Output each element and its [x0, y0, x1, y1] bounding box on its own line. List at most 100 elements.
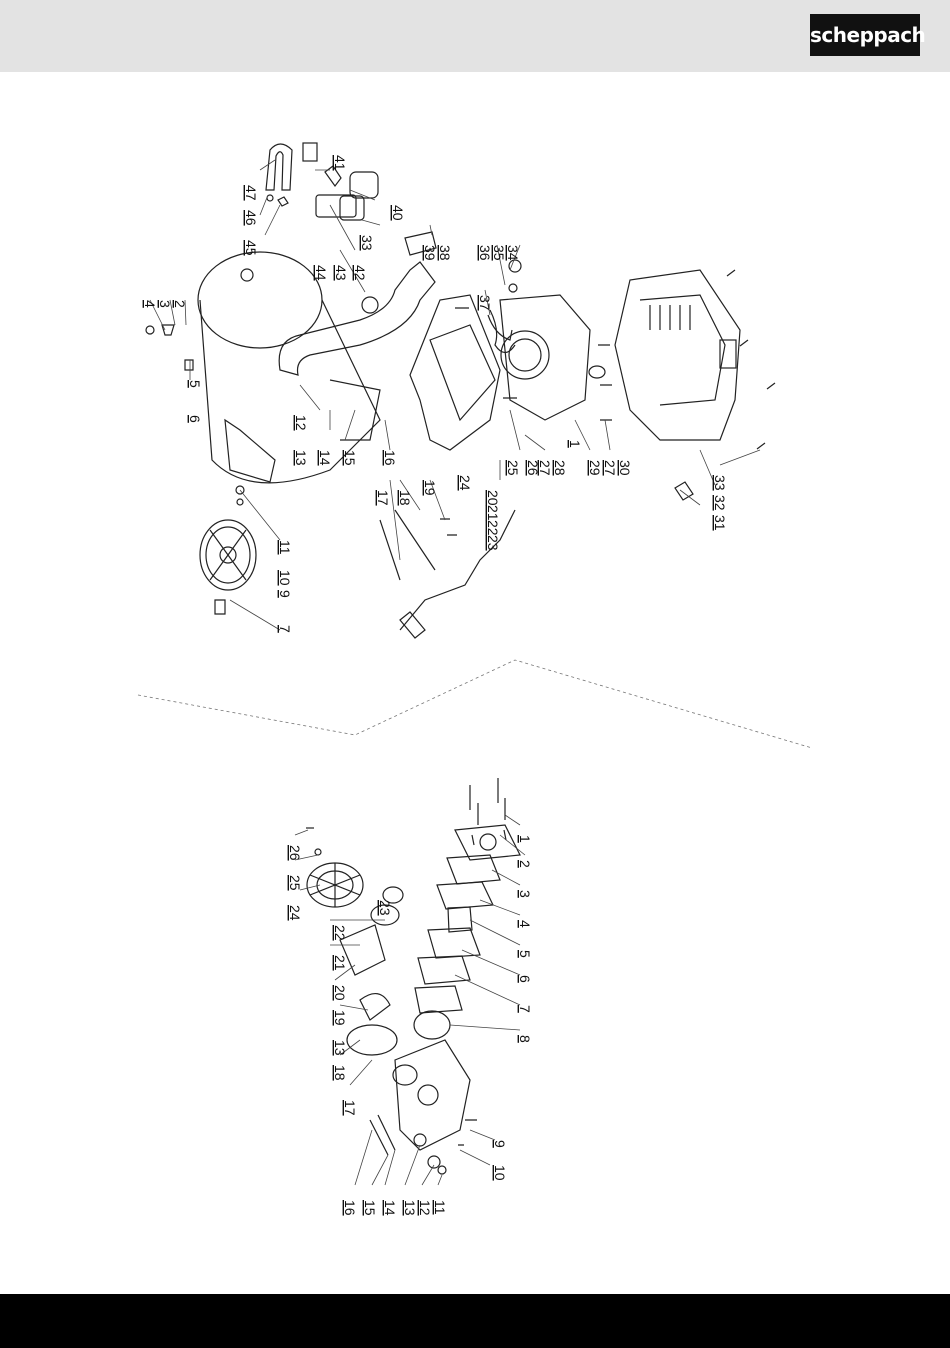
- lower-part-label: 9: [492, 1140, 508, 1148]
- cylinder-8: [414, 1011, 450, 1039]
- lower-part-label: 12: [417, 1200, 433, 1216]
- small-fittings: [440, 519, 457, 535]
- upper-part-label: 30: [617, 460, 633, 476]
- lower-part-label: 15: [362, 1200, 378, 1216]
- lower-part-label: 24: [287, 905, 303, 921]
- fan-wheel-24: [307, 863, 363, 907]
- page-footer-bar: [0, 1294, 950, 1348]
- lower-part-label: 19: [332, 1010, 348, 1026]
- upper-part-label: 16: [382, 450, 398, 466]
- lower-part-label: 11: [432, 1200, 448, 1215]
- upper-part-label: 12: [293, 415, 309, 431]
- lower-part-label: 21: [332, 955, 348, 971]
- long-bolts: [370, 1115, 395, 1155]
- valve-5: [185, 360, 193, 370]
- lower-part-label: 6: [517, 975, 533, 983]
- upper-part-label: 25: [505, 460, 521, 476]
- upper-part-label: 40: [390, 205, 406, 221]
- piston-19: [360, 994, 390, 1020]
- upper-part-label: 31: [712, 515, 728, 531]
- upper-part-label: 24: [457, 475, 473, 491]
- washer-25: [315, 849, 321, 855]
- upper-part-label: 2: [172, 300, 188, 308]
- head-screws: [470, 778, 505, 825]
- upper-part-label: 1: [567, 440, 583, 448]
- upper-part-label: 46: [243, 210, 259, 226]
- lower-part-label: 4: [517, 920, 533, 928]
- upper-part-label: 29: [587, 460, 603, 476]
- pump-exploded-drawing: [306, 778, 520, 1174]
- lower-part-label: 14: [382, 1200, 398, 1216]
- leader-lines-lower: [295, 815, 525, 1185]
- lower-part-label: 8: [517, 1035, 533, 1043]
- part-29: [589, 366, 605, 378]
- seal-11: [438, 1166, 446, 1174]
- lower-part-label: 5: [517, 950, 533, 958]
- piston-plate-18: [347, 1025, 397, 1055]
- upper-part-label: 6: [187, 415, 203, 423]
- lower-part-label: 13: [402, 1200, 418, 1216]
- wheel: [200, 520, 256, 590]
- air-tank: [198, 252, 380, 483]
- lower-part-label: 10: [492, 1165, 508, 1181]
- foot-2: [162, 325, 174, 335]
- upper-part-label: 14: [317, 450, 333, 466]
- upper-part-label: 19: [422, 480, 438, 496]
- exploded-parts-diagram: 1234567910111213141516171819202122232425…: [0, 72, 950, 1294]
- lower-part-label: 25: [287, 875, 303, 891]
- lower-part-label: 13: [332, 1040, 348, 1056]
- fitting-35: [509, 260, 521, 272]
- lower-part-label: 23: [377, 900, 393, 916]
- front-cover: [615, 270, 740, 440]
- hose-37: [488, 315, 512, 340]
- crankcase: [393, 1040, 470, 1150]
- upper-part-label: 47: [243, 185, 259, 201]
- lower-part-label: 18: [332, 1065, 348, 1081]
- upper-part-label: 44: [313, 265, 329, 281]
- lower-part-label: 26: [287, 845, 303, 861]
- upper-part-label: 45: [243, 240, 259, 256]
- upper-part-label: 27: [537, 460, 553, 476]
- lower-part-label: 1: [517, 835, 533, 843]
- upper-part-label: 22: [485, 520, 501, 536]
- lower-part-label: 16: [342, 1200, 358, 1216]
- lower-part-label: 17: [342, 1100, 358, 1116]
- motor-housing-shell: [410, 295, 590, 450]
- upper-part-label: 13: [293, 450, 309, 466]
- upper-part-label: 18: [397, 490, 413, 506]
- upper-part-label: 43: [333, 265, 349, 281]
- upper-part-label: 27: [602, 460, 618, 476]
- lower-label-group: 1234567891011121314151617181319202122232…: [287, 835, 533, 1216]
- upper-part-label: 20: [485, 490, 501, 506]
- upper-part-label: 9: [277, 590, 293, 598]
- axle-bolt: [215, 600, 225, 614]
- leader-lines-upper: [150, 160, 760, 630]
- scheppach-logo: scheppach: [810, 14, 920, 56]
- upper-part-label: 33: [712, 475, 728, 491]
- gasket-8: [415, 986, 462, 1013]
- lower-part-label: 3: [517, 890, 533, 898]
- lower-part-label: 7: [517, 1005, 533, 1013]
- upper-part-label: 37: [477, 295, 493, 311]
- upper-part-label: 36: [477, 245, 493, 261]
- upper-part-label: 5: [187, 380, 203, 388]
- gasket-6: [428, 928, 480, 958]
- upper-label-group: 1234567910111213141516171819202122232425…: [142, 155, 728, 633]
- lower-part-label: 22: [332, 925, 348, 941]
- upper-part-label: 38: [437, 245, 453, 261]
- upper-part-label: 4: [142, 300, 158, 308]
- upper-part-label: 3: [157, 300, 173, 308]
- section-divider: [138, 660, 812, 748]
- page-header-bar: scheppach: [0, 0, 950, 72]
- upper-part-label: 39: [422, 245, 438, 261]
- upper-part-label: 32: [712, 495, 728, 511]
- upper-part-label: 7: [277, 625, 293, 633]
- lower-part-label: 20: [332, 985, 348, 1001]
- lower-part-label: 2: [517, 860, 533, 868]
- upper-part-label: 28: [552, 460, 568, 476]
- upper-assembly-drawing: [146, 143, 775, 638]
- upper-part-label: 15: [342, 450, 358, 466]
- upper-part-label: 17: [375, 490, 391, 506]
- upper-part-label: 11: [277, 540, 293, 555]
- plate-7: [418, 956, 470, 984]
